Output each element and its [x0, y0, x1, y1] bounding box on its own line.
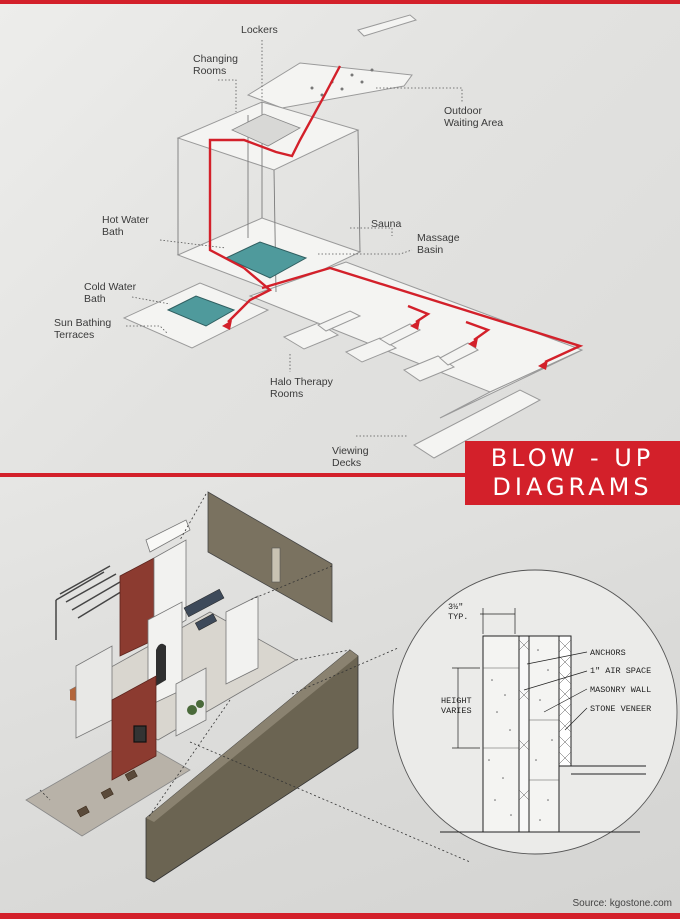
- source-credit: Source: kgostone.com: [572, 898, 673, 909]
- middle-red-band: [0, 473, 680, 477]
- axonometric-drawing: [122, 14, 584, 459]
- label-massage-basin: Massage Basin: [417, 232, 460, 256]
- arched-window: [156, 643, 166, 686]
- pergola: [55, 565, 125, 640]
- detail-masonry-wall-label: MASONRY WALL: [590, 685, 652, 695]
- bottom-red-band: [0, 913, 680, 919]
- stone-walkway: [25, 737, 191, 837]
- title-line-1: BLOW - UP: [490, 444, 655, 472]
- detail-height-varies-label: HEIGHT VARIES: [441, 696, 472, 716]
- axonometric-diagram-panel: Lockers Changing Rooms Outdoor Waiting A…: [0, 4, 680, 473]
- circulation-path-upper: [208, 65, 342, 270]
- label-lockers: Lockers: [241, 24, 278, 36]
- viewing-decks: [413, 389, 542, 459]
- label-sun-bathing-terraces: Sun Bathing Terraces: [54, 317, 112, 341]
- halo-room-2: [344, 337, 398, 363]
- detail-air-space-label: 1" AIR SPACE: [590, 666, 652, 676]
- halo-room-3: [402, 355, 456, 382]
- detail-stone-veneer-label: STONE VENEER: [590, 704, 652, 714]
- top-red-band: [0, 0, 680, 4]
- blow-up-panel: 3½" TYP. ANCHORS 1" AIR SPACE MASONRY WA…: [0, 477, 680, 913]
- label-halo-therapy-rooms: Halo Therapy Rooms: [270, 376, 333, 400]
- label-cold-water-bath: Cold Water Bath: [84, 281, 137, 305]
- skylight: [231, 113, 301, 147]
- exploded-stone-wall-top: [207, 491, 333, 623]
- label-viewing-decks: Viewing Decks: [332, 445, 369, 469]
- detail-dimension-label: 3½" TYP.: [448, 602, 469, 622]
- cold-water-pool: [166, 295, 236, 327]
- hot-water-pool: [224, 241, 308, 279]
- label-outdoor-waiting-area: Outdoor Waiting Area: [444, 105, 504, 129]
- circulation-path-lower: [227, 267, 273, 323]
- label-changing-rooms: Changing Rooms: [193, 53, 238, 77]
- label-sauna: Sauna: [371, 218, 402, 230]
- title-line-2: DIAGRAMS: [492, 473, 653, 501]
- wall-section-detail: [482, 635, 572, 833]
- label-hot-water-bath: Hot Water Bath: [102, 214, 149, 238]
- building-blowup-drawing: [25, 491, 678, 883]
- detail-anchors-label: ANCHORS: [590, 648, 626, 658]
- blow-up-diagrams-title: BLOW - UP DIAGRAMS: [465, 441, 680, 505]
